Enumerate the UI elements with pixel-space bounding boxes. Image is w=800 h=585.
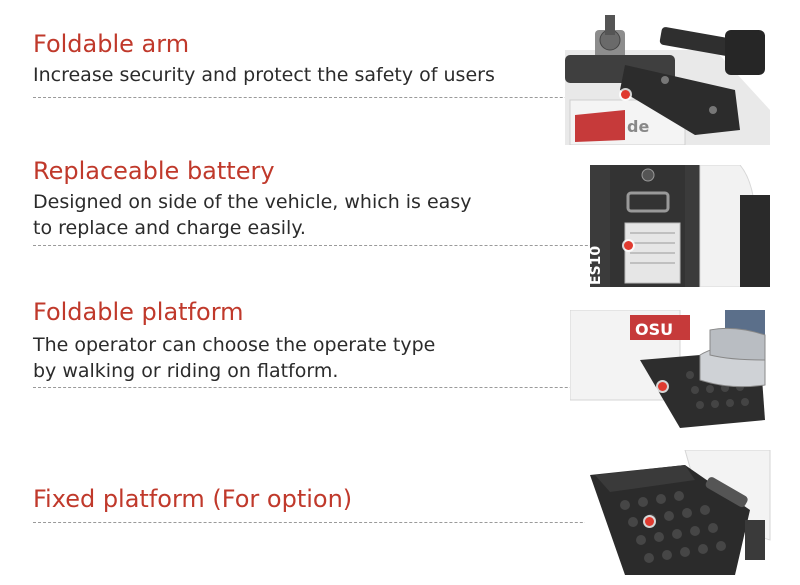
replaceable-battery-photo: ES10 bbox=[590, 165, 770, 287]
feature-title: Foldable arm bbox=[33, 30, 190, 58]
feature-foldable-arm: Foldable arm Increase security and prote… bbox=[0, 0, 800, 145]
feature-description: Designed on side of the vehicle, which i… bbox=[33, 189, 471, 241]
foldable-arm-photo: de bbox=[565, 10, 770, 145]
accent-dot bbox=[658, 382, 667, 391]
feature-foldable-platform: Foldable platform The operator can choos… bbox=[0, 290, 800, 440]
description-line: by walking or riding on flatform. bbox=[33, 360, 339, 382]
feature-description: Increase security and protect the safety… bbox=[33, 62, 495, 88]
accent-dot bbox=[621, 90, 630, 99]
description-line: Designed on side of the vehicle, which i… bbox=[33, 191, 472, 213]
svg-text:ES10: ES10 bbox=[590, 246, 604, 285]
foldable-platform-photo: OSU bbox=[570, 310, 770, 428]
dashed-divider bbox=[33, 245, 628, 246]
svg-text:de: de bbox=[627, 117, 649, 136]
dashed-divider bbox=[33, 387, 648, 388]
accent-dot bbox=[624, 241, 633, 250]
feature-fixed-platform: Fixed platform (For option) bbox=[0, 440, 800, 585]
accent-dot bbox=[645, 517, 654, 526]
description-line: The operator can choose the operate type bbox=[33, 334, 436, 356]
feature-title: Foldable platform bbox=[33, 298, 244, 326]
feature-title: Replaceable battery bbox=[33, 157, 275, 185]
dashed-divider bbox=[33, 522, 633, 523]
feature-title: Fixed platform (For option) bbox=[33, 485, 353, 513]
fixed-platform-photo bbox=[585, 450, 775, 578]
description-line: to replace and charge easily. bbox=[33, 217, 306, 239]
description-line: Increase security and protect the safety… bbox=[33, 64, 495, 86]
svg-text:OSU: OSU bbox=[635, 320, 673, 339]
feature-description: The operator can choose the operate type… bbox=[33, 332, 435, 384]
dashed-divider bbox=[33, 97, 633, 98]
feature-replaceable-battery: Replaceable battery Designed on side of … bbox=[0, 145, 800, 290]
